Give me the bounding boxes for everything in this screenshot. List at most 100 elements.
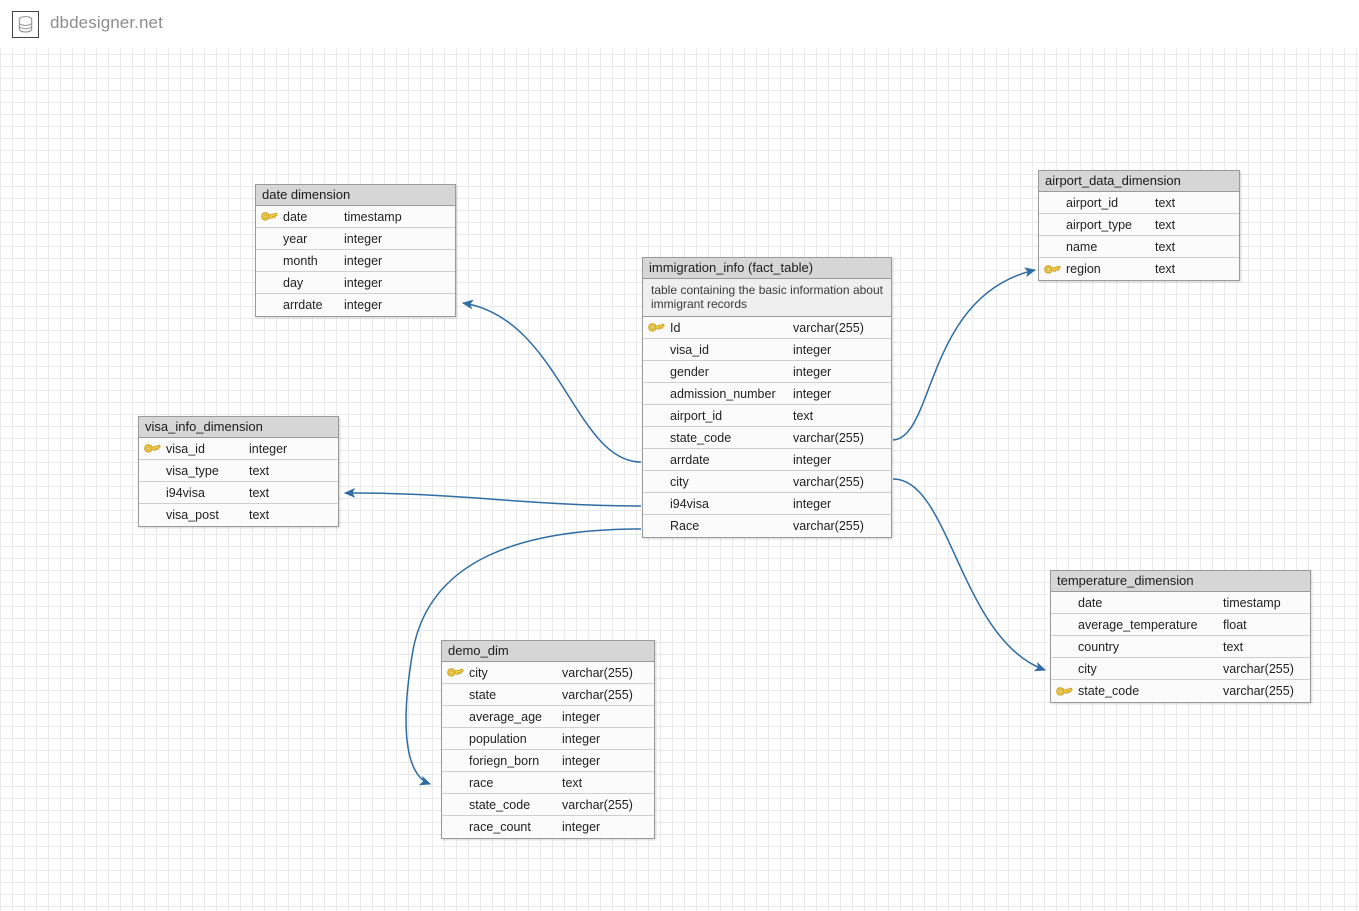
column-name: month [283, 253, 318, 268]
table-row[interactable]: visa_id integer [139, 438, 338, 460]
key-slot-empty [1039, 236, 1065, 257]
table-columns: Id varchar(255) visa_id integer gender i… [643, 317, 891, 537]
table-airport-data-dimension[interactable]: airport_data_dimension airport_id text a… [1038, 170, 1240, 281]
table-row[interactable]: city varchar(255) [643, 471, 891, 493]
table-row[interactable]: name text [1039, 236, 1239, 258]
table-row[interactable]: country text [1051, 636, 1310, 658]
column-type: integer [562, 731, 601, 746]
table-row[interactable]: race text [442, 772, 654, 794]
column-name: airport_type [1066, 217, 1133, 232]
table-row[interactable]: airport_id text [1039, 192, 1239, 214]
key-slot-empty [442, 794, 468, 815]
database-cylinder-icon [12, 11, 39, 38]
table-title: airport_data_dimension [1039, 171, 1239, 192]
column-type: varchar(255) [1223, 661, 1294, 676]
column-type: integer [793, 496, 832, 511]
column-name: airport_id [1066, 195, 1119, 210]
key-slot-empty [1051, 636, 1077, 657]
table-title: visa_info_dimension [139, 417, 338, 438]
table-row[interactable]: airport_type text [1039, 214, 1239, 236]
column-name: population [469, 731, 527, 746]
column-type: varchar(255) [793, 320, 864, 335]
table-row[interactable]: visa_id integer [643, 339, 891, 361]
column-type: varchar(255) [793, 430, 864, 445]
table-row[interactable]: city varchar(255) [442, 662, 654, 684]
column-name: visa_id [670, 342, 709, 357]
table-row[interactable]: i94visa text [139, 482, 338, 504]
table-description: table containing the basic information a… [643, 279, 891, 317]
table-row[interactable]: state_code varchar(255) [643, 427, 891, 449]
table-row[interactable]: city varchar(255) [1051, 658, 1310, 680]
column-name: average_age [469, 709, 542, 724]
column-type: text [249, 485, 270, 500]
table-row[interactable]: Race varchar(255) [643, 515, 891, 537]
table-row[interactable]: month integer [256, 250, 455, 272]
column-type: text [793, 408, 814, 423]
column-type: text [1223, 639, 1244, 654]
column-name: city [670, 474, 689, 489]
key-slot-empty [442, 684, 468, 705]
column-name: state_code [469, 797, 531, 812]
key-slot-empty [139, 482, 165, 503]
table-row[interactable]: state varchar(255) [442, 684, 654, 706]
table-row[interactable]: average_age integer [442, 706, 654, 728]
column-type: integer [793, 364, 832, 379]
table-row[interactable]: day integer [256, 272, 455, 294]
key-slot-empty [256, 250, 282, 271]
table-row[interactable]: population integer [442, 728, 654, 750]
table-row[interactable]: year integer [256, 228, 455, 250]
key-slot-empty [139, 460, 165, 481]
table-immigration-info-fact[interactable]: immigration_info (fact_table) table cont… [642, 257, 892, 538]
column-type: integer [793, 342, 832, 357]
column-type: integer [562, 820, 601, 834]
table-row[interactable]: date timestamp [256, 206, 455, 228]
column-type: text [1155, 262, 1176, 276]
table-row[interactable]: arrdate integer [256, 294, 455, 316]
table-row[interactable]: state_code varchar(255) [442, 794, 654, 816]
column-type: integer [344, 275, 383, 290]
column-name: arrdate [283, 298, 323, 312]
table-row[interactable]: Id varchar(255) [643, 317, 891, 339]
table-title: demo_dim [442, 641, 654, 662]
app-header: dbdesigner.net [0, 0, 1359, 48]
table-row[interactable]: race_count integer [442, 816, 654, 838]
key-slot-empty [256, 228, 282, 249]
table-title: temperature_dimension [1051, 571, 1310, 592]
column-type: text [249, 508, 270, 522]
column-type: text [249, 463, 270, 478]
column-type: text [1155, 195, 1176, 210]
table-row[interactable]: admission_number integer [643, 383, 891, 405]
table-visa-info-dimension[interactable]: visa_info_dimension visa_id integer visa… [138, 416, 339, 527]
key-slot-empty [1051, 614, 1077, 635]
table-row[interactable]: gender integer [643, 361, 891, 383]
column-name: average_temperature [1078, 617, 1198, 632]
table-demo-dim[interactable]: demo_dim city varchar(255) state varchar… [441, 640, 655, 839]
table-row[interactable]: average_temperature float [1051, 614, 1310, 636]
key-slot-empty [1039, 192, 1065, 213]
column-name: airport_id [670, 408, 723, 423]
table-row[interactable]: visa_post text [139, 504, 338, 526]
column-type: text [1155, 217, 1176, 232]
table-row[interactable]: airport_id text [643, 405, 891, 427]
column-name: city [469, 665, 488, 680]
column-type: integer [249, 441, 288, 456]
column-name: city [1078, 661, 1097, 676]
column-name: date [1078, 595, 1103, 610]
table-temperature-dimension[interactable]: temperature_dimension date timestamp ave… [1050, 570, 1311, 703]
table-row[interactable]: region text [1039, 258, 1239, 280]
table-row[interactable]: state_code varchar(255) [1051, 680, 1310, 702]
primary-key-icon [256, 206, 282, 227]
table-row[interactable]: arrdate integer [643, 449, 891, 471]
table-row[interactable]: visa_type text [139, 460, 338, 482]
table-row[interactable]: date timestamp [1051, 592, 1310, 614]
table-date-dimension[interactable]: date dimension date timestamp year integ… [255, 184, 456, 317]
column-name: gender [670, 364, 709, 379]
column-name: race_count [469, 820, 531, 834]
table-row[interactable]: i94visa integer [643, 493, 891, 515]
key-slot-empty [643, 427, 669, 448]
primary-key-icon [643, 317, 669, 338]
column-type: text [1155, 239, 1176, 254]
table-row[interactable]: foriegn_born integer [442, 750, 654, 772]
column-type: integer [344, 298, 383, 312]
table-title: immigration_info (fact_table) [643, 258, 891, 279]
